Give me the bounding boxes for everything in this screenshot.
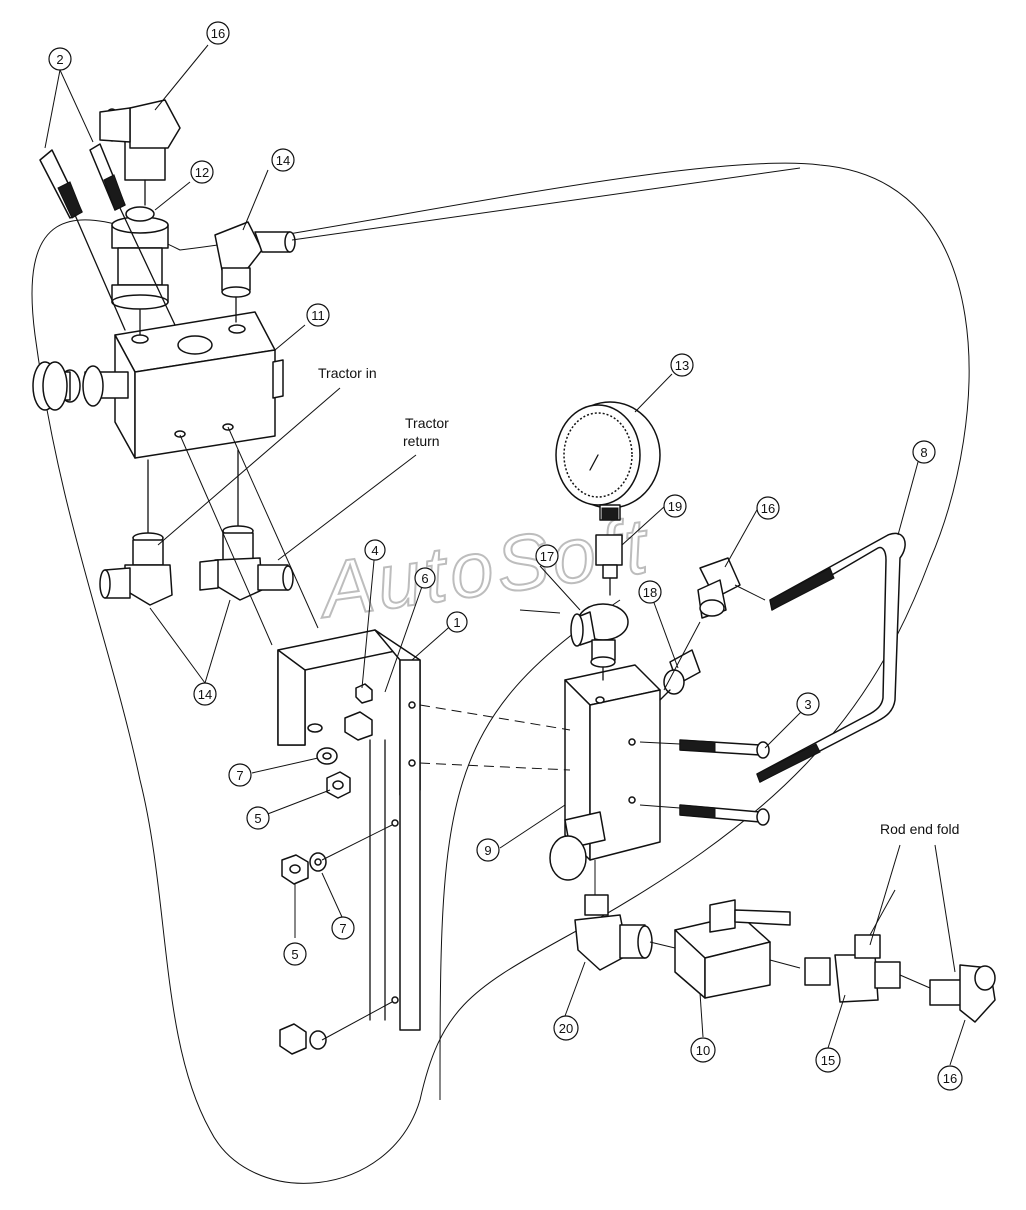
- bolts-2: [39, 143, 176, 331]
- callout-15: 15: [815, 1047, 841, 1073]
- svg-text:15: 15: [821, 1053, 835, 1068]
- u-bolt-8: [756, 532, 906, 783]
- svg-text:14: 14: [198, 687, 212, 702]
- fitting-18: [659, 649, 701, 701]
- mount-bracket-1: [277, 629, 421, 1031]
- label-rod-end-fold: Rod end fold: [880, 821, 959, 837]
- svg-text:16: 16: [943, 1071, 957, 1086]
- outline-loop: [31, 162, 970, 1184]
- callout-6: 6: [414, 567, 436, 589]
- svg-text:8: 8: [920, 445, 927, 460]
- callout-17: 17: [535, 544, 559, 568]
- svg-text:6: 6: [421, 571, 428, 586]
- svg-text:7: 7: [339, 921, 346, 936]
- tee-fitting-15: [769, 889, 931, 1003]
- svg-text:19: 19: [668, 499, 682, 514]
- svg-text:3: 3: [804, 697, 811, 712]
- callout-11: 11: [306, 303, 330, 327]
- svg-text:16: 16: [761, 501, 775, 516]
- plug-cap: [549, 811, 606, 881]
- elbow-fitting-16-top: [99, 99, 181, 206]
- elbow-fitting-14-lower-right: [199, 449, 294, 601]
- callout-7-upper: 7: [228, 763, 252, 787]
- svg-text:13: 13: [675, 358, 689, 373]
- callout-5-lower: 5: [283, 942, 307, 966]
- callout-10: 10: [690, 1037, 716, 1063]
- callout-14-lower: 14: [193, 682, 217, 706]
- callout-14-upper: 14: [271, 148, 295, 172]
- washer-7-upper: [316, 747, 338, 765]
- callout-16-middle: 16: [756, 496, 780, 520]
- bolt-3-upper: [639, 739, 770, 759]
- nut-top-near-bracket: [344, 711, 373, 741]
- ball-valve-10: [649, 899, 791, 999]
- callout-7-lower: 7: [331, 916, 355, 940]
- leader-lines: [44, 44, 966, 1066]
- callout-19: 19: [663, 494, 687, 518]
- callout-18: 18: [638, 580, 662, 604]
- svg-text:20: 20: [559, 1021, 573, 1036]
- callout-12: 12: [190, 160, 214, 184]
- relief-valve-12: [111, 206, 169, 336]
- svg-text:5: 5: [291, 947, 298, 962]
- callout-20: 20: [553, 1015, 579, 1041]
- svg-text:16: 16: [211, 26, 225, 41]
- svg-text:9: 9: [484, 843, 491, 858]
- nut-bottom: [279, 1023, 327, 1055]
- callout-16-right: 16: [937, 1065, 963, 1091]
- pressure-gauge-13: [555, 401, 661, 521]
- elbow-fitting-14-upper: [214, 167, 801, 323]
- svg-text:14: 14: [276, 153, 290, 168]
- callout-5-upper: 5: [246, 806, 270, 830]
- svg-text:4: 4: [371, 543, 378, 558]
- label-tractor-in: Tractor in: [318, 365, 377, 381]
- svg-text:1: 1: [453, 615, 460, 630]
- relief-knob: [32, 361, 129, 411]
- label-tractor-return-line1: Tractor: [405, 415, 449, 431]
- label-tractor-return-line2: return: [403, 433, 440, 449]
- callout-2: 2: [48, 47, 72, 71]
- gauge-manifold-9: [564, 664, 661, 861]
- callout-1: 1: [446, 611, 468, 633]
- svg-text:11: 11: [311, 308, 325, 323]
- callout-16-top: 16: [206, 21, 230, 45]
- bolt-3-lower: [639, 804, 770, 826]
- nut-5-lower: [281, 854, 309, 885]
- tee-fitting-17: [519, 603, 629, 681]
- svg-text:7: 7: [236, 768, 243, 783]
- callout-8: 8: [912, 440, 936, 464]
- svg-text:12: 12: [195, 165, 209, 180]
- adapter-19: [595, 534, 623, 596]
- svg-text:17: 17: [540, 549, 554, 564]
- washer-7-lower: [309, 852, 327, 872]
- small-nut-4: [355, 683, 373, 704]
- callout-4: 4: [364, 539, 386, 561]
- elbow-fitting-16-right: [929, 964, 996, 1023]
- svg-text:10: 10: [696, 1043, 710, 1058]
- callout-9: 9: [476, 838, 500, 862]
- svg-text:2: 2: [56, 52, 63, 67]
- elbow-fitting-16-middle: [663, 557, 766, 691]
- elbow-fitting-20: [574, 894, 653, 971]
- svg-text:18: 18: [643, 585, 657, 600]
- nut-5-upper: [326, 771, 351, 799]
- callout-13: 13: [670, 353, 694, 377]
- callout-3: 3: [796, 692, 820, 716]
- svg-text:5: 5: [254, 811, 261, 826]
- elbow-fitting-14-lower-left: [99, 459, 173, 606]
